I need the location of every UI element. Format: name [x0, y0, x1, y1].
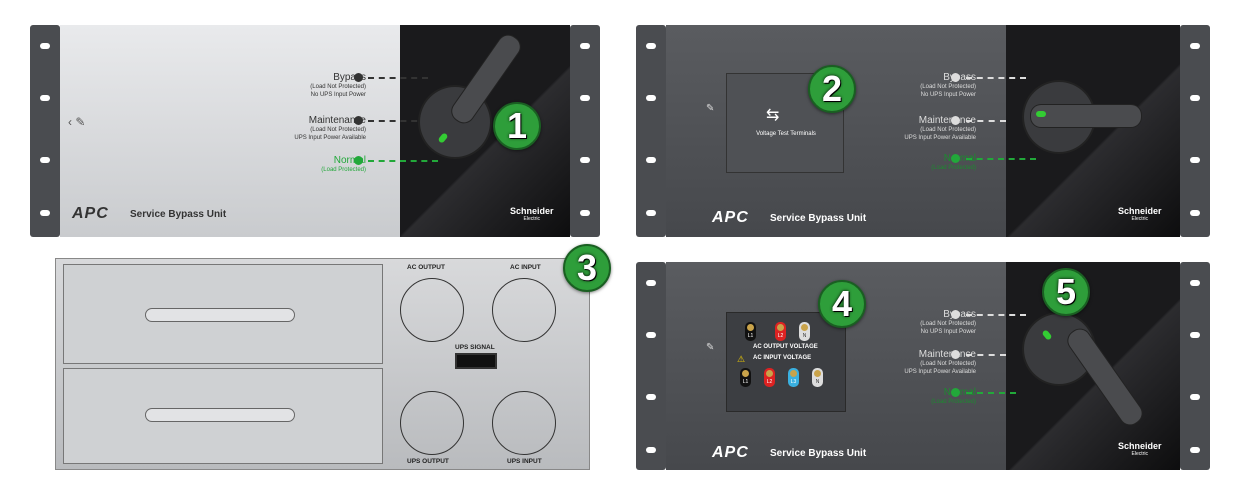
rack-ear — [570, 25, 600, 237]
wrench-icon: ✎ — [706, 103, 715, 114]
mode-note: (Load Protected) — [931, 399, 976, 405]
mode-bypass: Bypass — [333, 72, 366, 83]
terminal-l2[interactable]: L2 — [775, 322, 786, 341]
terminal-n[interactable]: N — [812, 368, 823, 387]
mode-maintenance: Maintenance — [308, 115, 366, 126]
warning-icon: ⚠ — [737, 354, 746, 364]
status-led — [1036, 111, 1046, 117]
rack-ear — [30, 25, 60, 237]
cable-knockout — [400, 391, 464, 455]
product-name: Service Bypass Unit — [770, 448, 867, 459]
ups-input-label: UPS INPUT — [507, 458, 542, 465]
ups-output-label: UPS OUTPUT — [407, 458, 449, 465]
arrows-icon: ⇆ — [766, 107, 780, 124]
mode-note: (Load Not Protected) — [920, 321, 976, 327]
mode-note: (Load Protected) — [931, 165, 976, 171]
apc-logo: APC — [712, 209, 749, 226]
indicator-dot — [354, 116, 363, 125]
handle-slot — [145, 408, 295, 422]
mode-maintenance: Maintenance — [918, 349, 976, 360]
cable-knockout — [400, 278, 464, 342]
product-name: Service Bypass Unit — [770, 213, 867, 224]
cable-knockout — [492, 391, 556, 455]
terminal-n[interactable]: N — [799, 322, 810, 341]
wrench-icon: ✎ — [706, 342, 715, 353]
handle-slot — [145, 308, 295, 322]
callout-badge: 1 — [493, 102, 541, 150]
ac-output-voltage-label: AC OUTPUT VOLTAGE — [753, 344, 818, 350]
mode-note: No UPS Input Power — [920, 329, 976, 335]
mode-note: (Load Not Protected) — [920, 361, 976, 367]
callout-badge: 3 — [563, 244, 611, 292]
indicator-dot — [354, 156, 363, 165]
mode-note: No UPS Input Power — [310, 92, 366, 98]
mode-note: No UPS Input Power — [920, 92, 976, 98]
mode-note: (Load Protected) — [321, 167, 366, 173]
wrench-icon: ‹ ✎ — [68, 115, 86, 129]
mode-note: UPS Input Power Available — [294, 135, 366, 141]
callout-badge: 5 — [1042, 268, 1090, 316]
ups-signal-label: UPS SIGNAL — [455, 344, 495, 351]
terminal-l1[interactable]: L1 — [745, 322, 756, 341]
mode-note: (Load Not Protected) — [920, 127, 976, 133]
unit-rear: AC OUTPUT AC INPUT UPS SIGNAL UPS OUTPUT… — [55, 244, 611, 470]
mode-note: (Load Not Protected) — [310, 127, 366, 133]
callout-badge: 4 — [818, 280, 866, 328]
terminal-l3[interactable]: L3 — [788, 368, 799, 387]
ac-input-voltage-label: AC INPUT VOLTAGE — [753, 355, 812, 361]
test-terminals-label: Voltage Test Terminals — [756, 131, 816, 137]
ac-output-label: AC OUTPUT — [407, 264, 445, 271]
test-terminal-cover[interactable] — [726, 73, 844, 173]
ac-input-label: AC INPUT — [510, 264, 541, 271]
terminal-l2[interactable]: L2 — [764, 368, 775, 387]
mode-note: (Load Not Protected) — [920, 84, 976, 90]
unit-front-4: ✎ L1 L2 N AC OUTPUT VOLTAGE ⚠ AC INPUT V… — [636, 262, 1210, 470]
cable-knockout — [492, 278, 556, 342]
mode-normal: Normal — [333, 155, 366, 166]
signal-connector[interactable] — [455, 353, 497, 369]
front-panel — [60, 25, 400, 237]
terminal-l1[interactable]: L1 — [740, 368, 751, 387]
switch-handle[interactable] — [1031, 105, 1141, 127]
apc-logo: APC — [72, 205, 109, 222]
mode-note: UPS Input Power Available — [904, 135, 976, 141]
callout-badge: 2 — [808, 65, 856, 113]
unit-front-2: ⇆ Voltage Test Terminals ✎ Bypass(Load N… — [636, 25, 1210, 237]
product-name: Service Bypass Unit — [130, 209, 227, 220]
indicator-dot — [354, 73, 363, 82]
unit-front-1: ‹ ✎ Bypass(Load Not Protected)No UPS Inp… — [30, 25, 600, 237]
mode-note: UPS Input Power Available — [904, 369, 976, 375]
mode-note: (Load Not Protected) — [310, 84, 366, 90]
mode-maintenance: Maintenance — [918, 115, 976, 126]
apc-logo: APC — [712, 444, 749, 461]
